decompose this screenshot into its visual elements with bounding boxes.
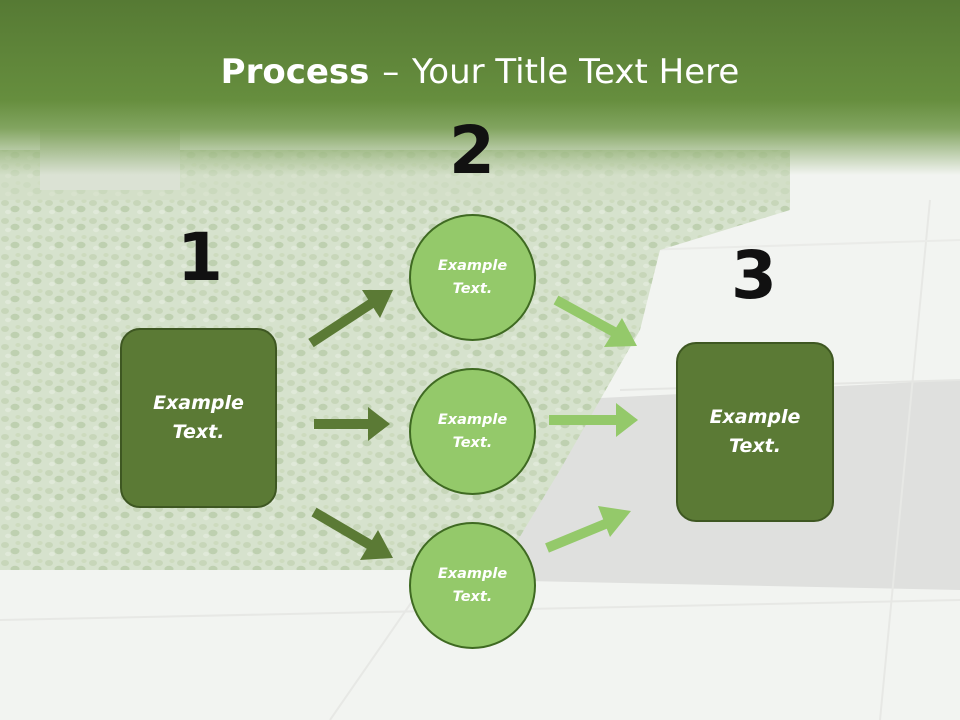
step-number-1: 1 — [177, 219, 223, 296]
step-2-circle-top[interactable]: Example Text. — [409, 214, 536, 341]
step-number-2: 2 — [449, 112, 495, 189]
title-separator: – — [382, 52, 400, 92]
arrow-1-to-circle-top — [308, 290, 393, 348]
step-1-label-line2: Text. — [172, 421, 225, 443]
circle-top-label-line2: Text. — [452, 280, 493, 297]
title-bold-part: Process — [220, 52, 370, 92]
step-3-label-line1: Example — [709, 406, 801, 428]
arrow-circle-bottom-to-3 — [545, 506, 631, 553]
arrow-1-to-circle-bottom — [311, 507, 393, 560]
title-rest: Your Title Text Here — [412, 52, 740, 92]
title-band — [0, 0, 960, 175]
step-3-label-line2: Text. — [729, 435, 781, 457]
step-2-circle-middle[interactable]: Example Text. — [409, 368, 536, 495]
circle-middle-label-line1: Example — [437, 411, 508, 428]
step-2-circle-bottom[interactable]: Example Text. — [409, 522, 536, 649]
circle-bottom-label-line2: Text. — [452, 588, 493, 605]
arrow-1-to-circle-middle — [314, 407, 390, 441]
circle-top-label-line1: Example — [437, 257, 508, 274]
slide-title[interactable]: Process – Your Title Text Here — [0, 52, 960, 92]
step-number-3: 3 — [731, 237, 777, 314]
step-3-box[interactable]: Example Text. — [676, 342, 834, 522]
step-1-label-line1: Example — [153, 392, 244, 414]
step-1-box[interactable]: Example Text. — [120, 328, 277, 508]
arrow-circle-middle-to-3 — [549, 403, 638, 437]
arrow-circle-top-to-3 — [553, 295, 637, 347]
circle-middle-label-line2: Text. — [452, 434, 493, 451]
circle-bottom-label-line1: Example — [437, 565, 508, 582]
